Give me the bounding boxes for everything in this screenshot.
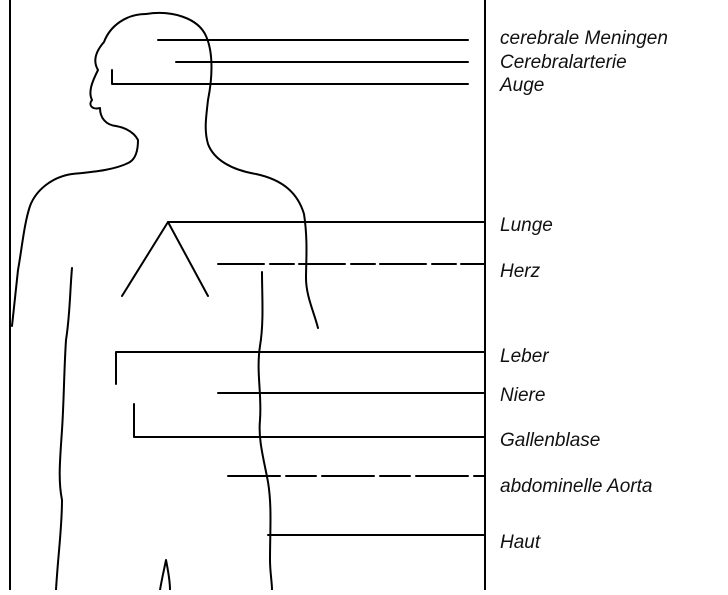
eye-pointer-line [112, 70, 468, 84]
liver-pointer-line [116, 352, 484, 384]
label-kidney: Niere [500, 385, 545, 407]
gallbladder-pointer-line [134, 404, 484, 437]
lung-indicator [122, 222, 208, 296]
label-skin: Haut [500, 532, 540, 554]
label-liver: Leber [500, 346, 549, 368]
body-outline-right [146, 13, 318, 328]
leg-inner-outline [160, 560, 170, 590]
label-heart: Herz [500, 261, 540, 283]
label-lung: Lunge [500, 215, 553, 237]
torso-right-outline [259, 272, 272, 590]
label-meninges: cerebrale Meningen [500, 28, 668, 50]
torso-left-outline [56, 268, 72, 590]
label-cerebral-artery: Cerebralarterie [500, 52, 627, 74]
body-outline-left [12, 14, 146, 326]
label-gallbladder: Gallenblase [500, 430, 600, 452]
label-eye: Auge [500, 75, 544, 97]
label-abdominal-aorta: abdominelle Aorta [500, 476, 652, 498]
